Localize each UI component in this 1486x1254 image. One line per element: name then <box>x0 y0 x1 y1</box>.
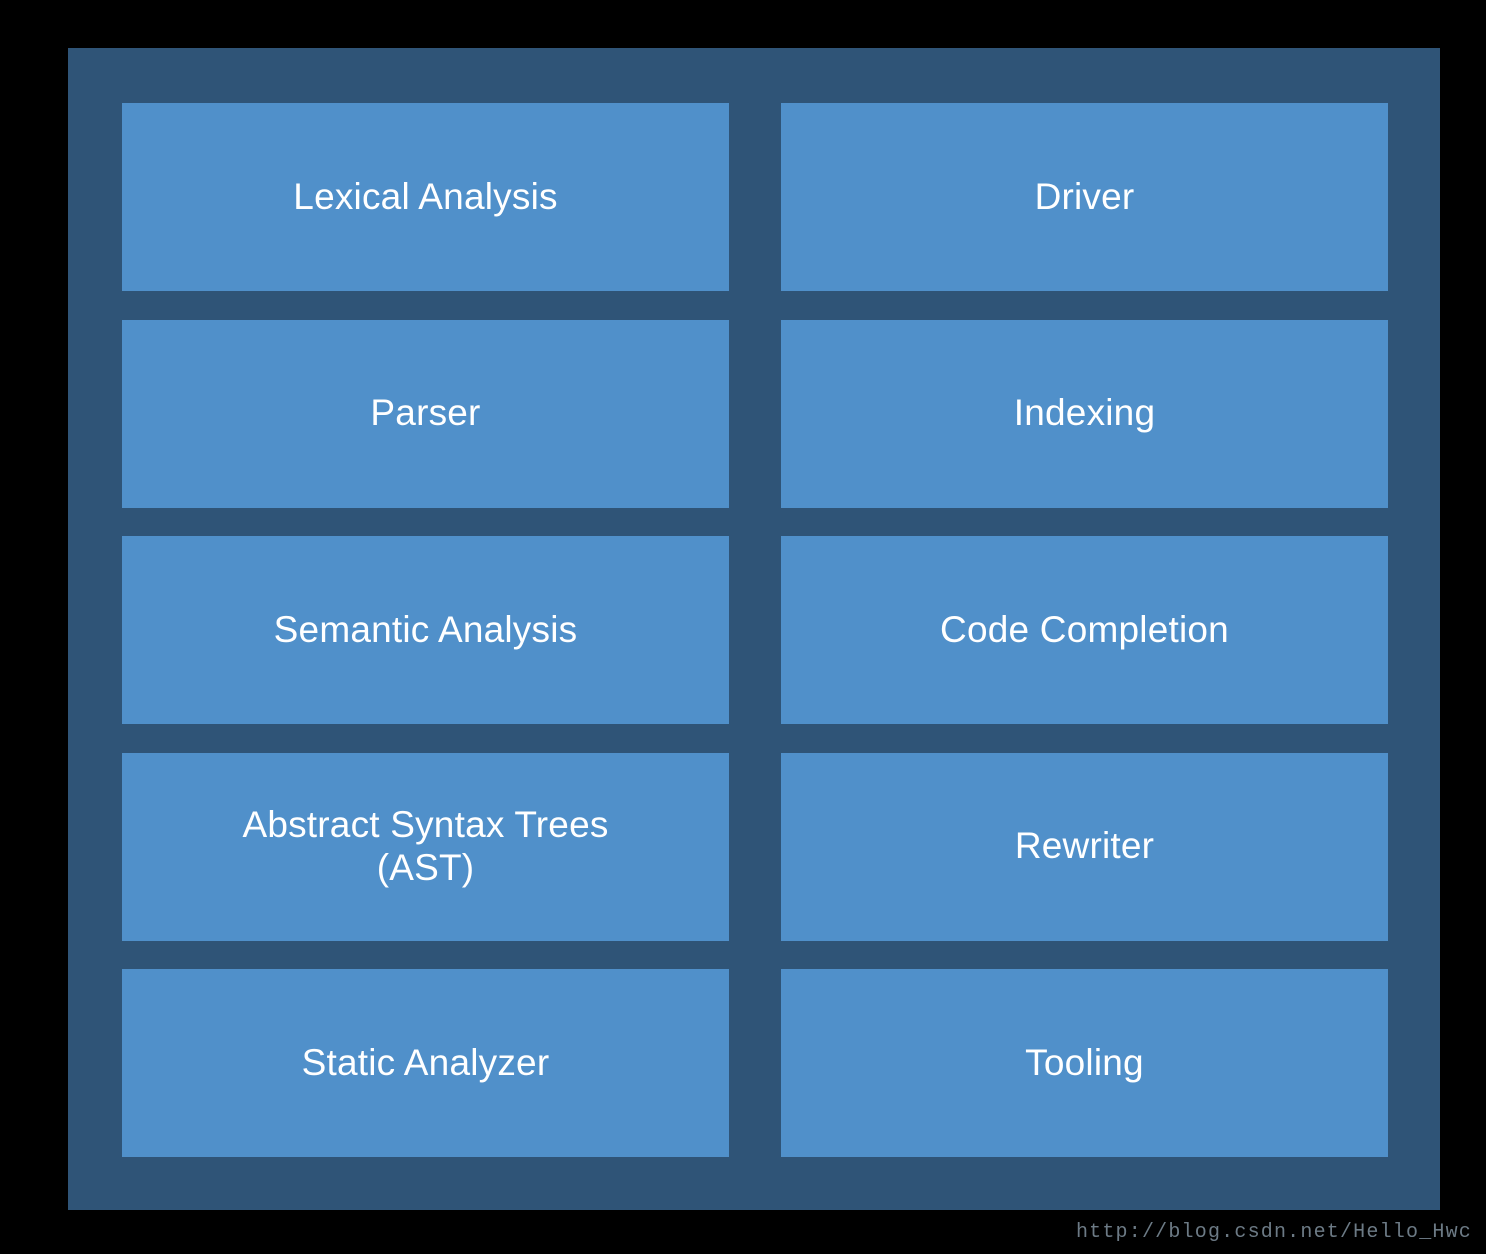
node-driver[interactable]: Driver <box>781 103 1388 291</box>
node-label: Lexical Analysis <box>293 175 558 217</box>
node-label: Tooling <box>1025 1041 1144 1083</box>
diagram-panel: Lexical Analysis Parser Semantic Analysi… <box>68 48 1440 1210</box>
node-rewriter[interactable]: Rewriter <box>781 752 1388 941</box>
node-indexing[interactable]: Indexing <box>781 319 1388 508</box>
node-label: Code Completion <box>940 608 1229 650</box>
node-label: Rewriter <box>1014 825 1155 867</box>
node-semantic-analysis[interactable]: Semantic Analysis <box>122 536 729 724</box>
node-code-completion[interactable]: Code Completion <box>781 536 1388 724</box>
node-label: Indexing <box>1013 392 1156 434</box>
diagram-column-right: Driver Indexing Code Completion Rewriter… <box>781 103 1388 1157</box>
node-label: Driver <box>1034 175 1135 217</box>
node-lexical-analysis[interactable]: Lexical Analysis <box>122 103 729 291</box>
node-tooling[interactable]: Tooling <box>781 969 1388 1157</box>
node-label: Parser <box>370 392 481 434</box>
node-parser[interactable]: Parser <box>122 319 729 508</box>
watermark-url: http://blog.csdn.net/Hello_Hwc <box>1075 1221 1472 1244</box>
node-label: Static Analyzer <box>301 1041 550 1083</box>
node-abstract-syntax-trees[interactable]: Abstract Syntax Trees (AST) <box>122 752 729 941</box>
diagram-column-left: Lexical Analysis Parser Semantic Analysi… <box>122 103 729 1157</box>
node-label: Semantic Analysis <box>273 608 578 650</box>
node-label: Abstract Syntax Trees (AST) <box>242 804 609 888</box>
node-static-analyzer[interactable]: Static Analyzer <box>122 969 729 1157</box>
